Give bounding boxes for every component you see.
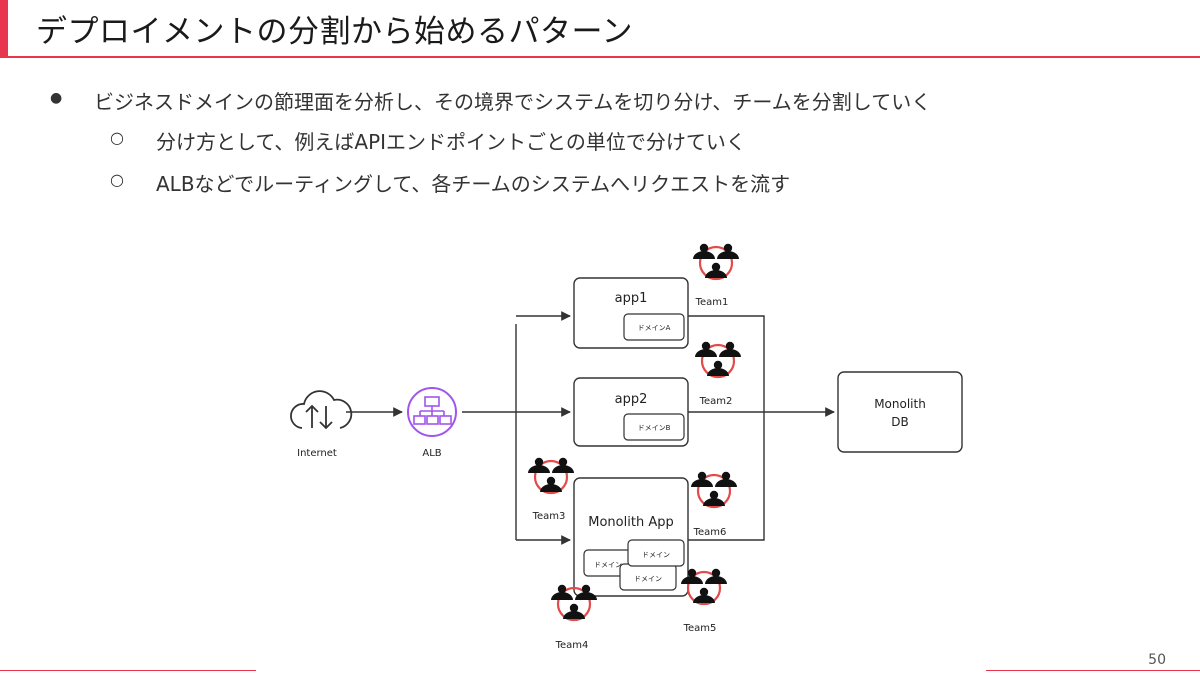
team5: Team5 <box>679 567 729 634</box>
team3: Team3 <box>526 456 576 522</box>
monolith-domain-label: ドメイン <box>634 575 662 583</box>
monolith-to-db-line <box>688 412 765 541</box>
team-icon <box>689 470 739 509</box>
monolith-db-line2: DB <box>891 415 908 429</box>
app1-to-db-line <box>688 315 765 412</box>
bullet-text: 分け方として、例えばAPIエンドポイントごとの単位で分けていく <box>156 130 746 154</box>
team-label: Team5 <box>683 623 717 634</box>
team-icon <box>691 242 741 281</box>
monolith-db-line1: Monolith <box>874 397 926 411</box>
team-label: Team4 <box>555 640 589 651</box>
footer-rule-left <box>0 670 256 671</box>
team-label: Team6 <box>693 527 727 538</box>
bullet-marker: ● <box>50 90 63 106</box>
bullet-marker: ○ <box>110 170 124 189</box>
title-accent-bar <box>0 0 8 56</box>
page-number: 50 <box>1148 652 1166 668</box>
alb-label: ALB <box>422 448 441 459</box>
team-label: Team2 <box>699 396 733 407</box>
team-label: Team1 <box>695 297 729 308</box>
team2: Team2 <box>693 340 743 407</box>
monolith-app-box: Monolith App ドメイン ドメイン ドメイン <box>573 477 689 597</box>
app1-title: app1 <box>615 291 648 306</box>
connectors <box>346 311 835 545</box>
app2-box: app2 ドメインB <box>573 377 689 447</box>
app1-box: app1 ドメインA <box>573 277 689 349</box>
team1: Team1 <box>691 242 741 308</box>
monolith-domain-label: ドメイン <box>642 551 670 559</box>
team-icon <box>526 456 576 495</box>
alb-node: ALB <box>407 387 457 459</box>
app2-title: app2 <box>615 392 648 407</box>
app2-domain-label: ドメインB <box>638 424 671 432</box>
internet-label: Internet <box>297 448 337 459</box>
bullet-text: ビジネスドメインの節理面を分析し、その境界でシステムを切り分け、チームを分割して… <box>94 90 932 114</box>
title-underline <box>0 56 1200 58</box>
monolith-db-box: Monolith DB <box>837 371 963 453</box>
footer-rule-right <box>986 670 1200 671</box>
team-icon <box>693 340 743 379</box>
cloud-upload-download-icon <box>290 390 353 430</box>
bullet-text: ALBなどでルーティングして、各チームのシステムへリクエストを流す <box>156 172 791 196</box>
team6: Team6 <box>689 470 739 538</box>
monolith-domain-label: ドメイン <box>594 561 622 569</box>
slide-title: デプロイメントの分割から始めるパターン <box>36 14 633 50</box>
monolith-app-title: Monolith App <box>588 515 673 530</box>
internet-node: Internet <box>290 390 353 459</box>
bullet-marker: ○ <box>110 128 124 147</box>
app1-domain-label: ドメインA <box>638 324 671 332</box>
team-label: Team3 <box>532 511 566 522</box>
team4: Team4 <box>549 583 599 651</box>
